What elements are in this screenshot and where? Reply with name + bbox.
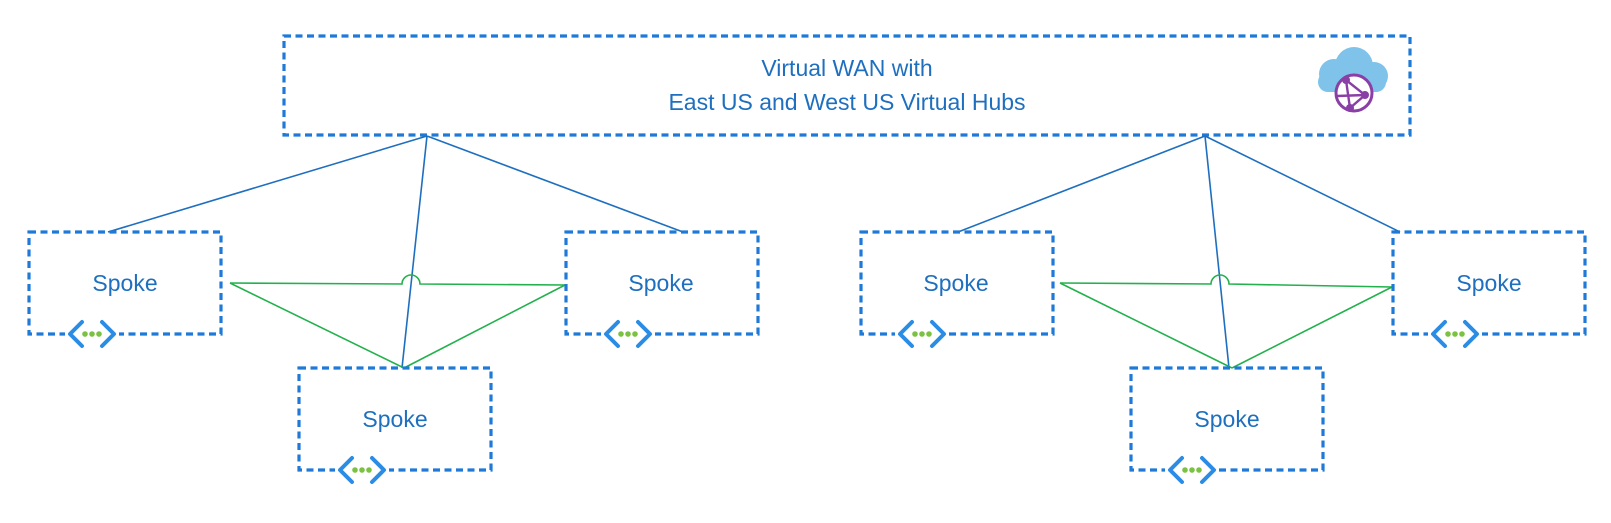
- right-spoke-mesh: [1059, 274, 1393, 369]
- spoke-peering-link: [1059, 282, 1233, 369]
- spoke-box: [564, 230, 760, 336]
- spoke-peering-link: [229, 274, 566, 286]
- hub-link: [401, 135, 428, 369]
- virtual-network-icon: [333, 452, 391, 488]
- spoke-peering-link: [229, 282, 405, 369]
- hub-title-line1: Virtual WAN with: [761, 55, 932, 81]
- virtual-network-icon: [1163, 452, 1221, 488]
- right-hub-links: [957, 135, 1401, 369]
- hub-link: [426, 135, 684, 233]
- spoke-right-b: Spoke: [1391, 230, 1587, 352]
- virtual-network-icon: [599, 316, 657, 352]
- spoke-label: Spoke: [1194, 406, 1259, 432]
- hub-link: [107, 135, 428, 233]
- virtual-network-icon: [63, 316, 121, 352]
- spoke-box: [859, 230, 1055, 336]
- spoke-label: Spoke: [1456, 270, 1521, 296]
- spoke-box: [297, 366, 493, 472]
- spoke-peering-link: [1059, 274, 1393, 288]
- virtual-network-icon: [1426, 316, 1484, 352]
- left-spoke-mesh: [229, 274, 566, 369]
- virtual-network-icon: [893, 316, 951, 352]
- spoke-box: [1391, 230, 1587, 336]
- spoke-label: Spoke: [362, 406, 427, 432]
- hub-box: [282, 34, 1412, 137]
- left-hub-links: [107, 135, 684, 369]
- spoke-label: Spoke: [92, 270, 157, 296]
- spoke-right-a: Spoke: [859, 230, 1055, 352]
- spoke-peering-link: [403, 284, 566, 369]
- spoke-peering-link: [1231, 286, 1393, 369]
- spoke-box: [27, 230, 223, 336]
- hub-title-line2: East US and West US Virtual Hubs: [668, 89, 1025, 115]
- spoke-left-a: Spoke: [27, 230, 223, 352]
- spoke-left-b: Spoke: [564, 230, 760, 352]
- virtual-wan-hub: Virtual WAN with East US and West US Vir…: [282, 34, 1412, 137]
- virtual-wan-cloud-icon: [1318, 47, 1388, 113]
- spoke-box: [1129, 366, 1325, 472]
- hub-link: [957, 135, 1206, 233]
- hub-link: [1204, 135, 1401, 233]
- spoke-label: Spoke: [628, 270, 693, 296]
- spoke-label: Spoke: [923, 270, 988, 296]
- hub-link: [1204, 135, 1230, 369]
- spoke-left-c: Spoke: [297, 366, 493, 488]
- spoke-right-c: Spoke: [1129, 366, 1325, 488]
